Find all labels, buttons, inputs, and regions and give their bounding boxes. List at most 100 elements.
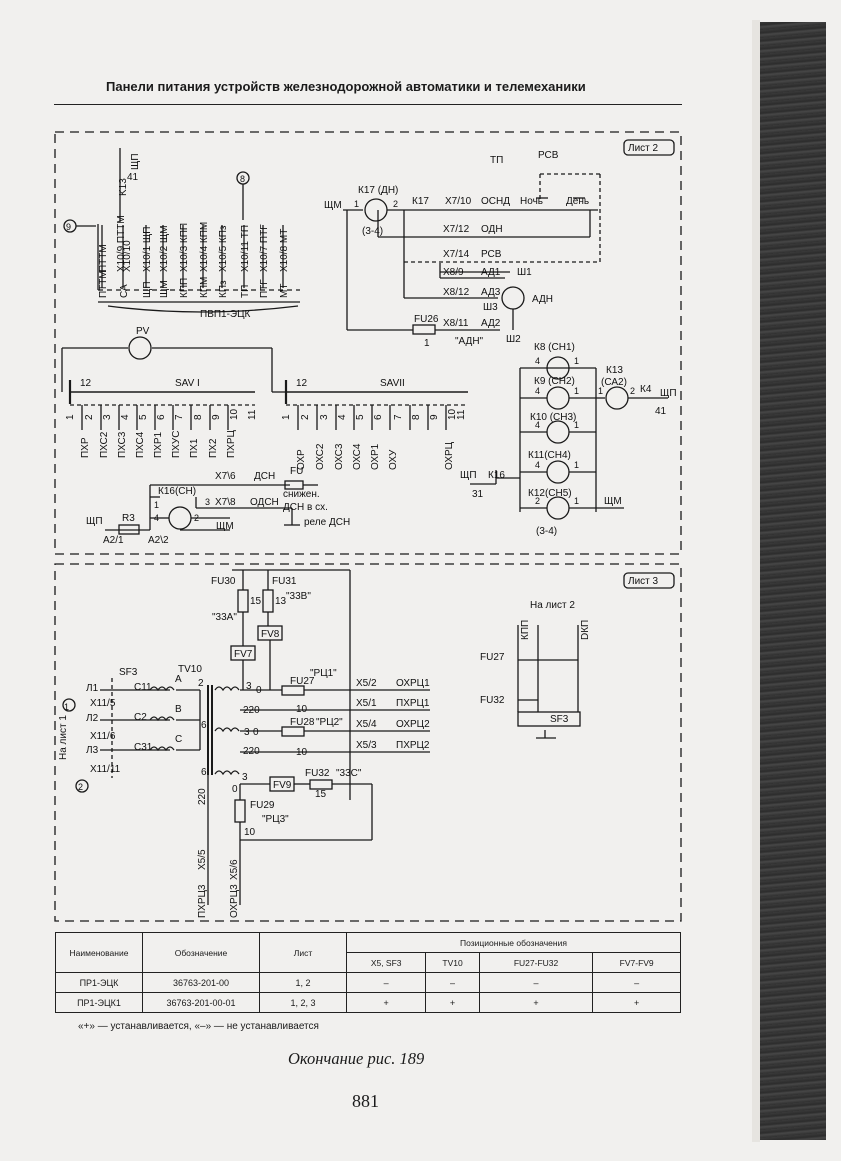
k16-shm: ЩМ bbox=[216, 521, 234, 532]
fu28-fuse bbox=[281, 726, 305, 737]
k17-relay bbox=[364, 198, 388, 222]
cell: 36763-201-00-01 bbox=[142, 992, 260, 1013]
k17-row-l: ОДН bbox=[481, 224, 503, 235]
marker-2: 2 bbox=[78, 782, 83, 792]
pvp-top-label: Х10/1 ЩП bbox=[142, 227, 153, 272]
fv8-label: FV8 bbox=[261, 629, 280, 640]
pvp-top-wire: ЩП bbox=[130, 153, 141, 170]
cell: 1, 2, 3 bbox=[259, 992, 347, 1013]
cell: + bbox=[425, 992, 480, 1013]
cell: + bbox=[478, 992, 594, 1013]
k17-row-l: АД3 bbox=[481, 287, 501, 298]
table-legend: «+» — устанавливается, «–» — не устанавл… bbox=[78, 1021, 319, 1032]
k17-sh1: Ш1 bbox=[517, 267, 532, 278]
k17-row-x: Х8/9 bbox=[443, 267, 464, 278]
row-l2: ПХРЦ1 bbox=[396, 698, 430, 709]
row-x1: Х5/4 bbox=[356, 719, 377, 730]
k16-shp: ЩП bbox=[86, 516, 103, 527]
relay-label: К11(СН4) bbox=[528, 450, 571, 461]
sheet3-tag: Лист 3 bbox=[628, 576, 659, 587]
tap-3: 3 bbox=[244, 727, 250, 738]
n10: 10 bbox=[296, 747, 308, 758]
phrc3: ПХРЦ3 bbox=[197, 884, 208, 918]
sav1-label: ПХ1 bbox=[189, 438, 200, 458]
x56: Х5/6 bbox=[229, 859, 240, 880]
pvp-top-relay: K13 bbox=[118, 178, 129, 196]
row-x2: Х5/1 bbox=[356, 698, 377, 709]
phase-x: Х11/5 bbox=[90, 698, 116, 709]
phase-letter: В bbox=[175, 704, 182, 715]
kchain-31: 31 bbox=[472, 489, 484, 500]
pvp-bottom-label: ЩП bbox=[142, 281, 153, 298]
sheet3-tag-box bbox=[623, 572, 675, 589]
figure-caption: Окончание рис. 189 bbox=[288, 1049, 425, 1068]
tap-3: 3 bbox=[242, 772, 248, 783]
row-q: "РЦ2" bbox=[316, 717, 343, 728]
k13-sub: (СА2) bbox=[601, 377, 627, 388]
k17-adn-q: "АДН" bbox=[455, 336, 484, 347]
chain-pin-right: 1 bbox=[574, 420, 579, 430]
pvp-top-label: Х10/3 КПП bbox=[179, 223, 190, 272]
na-list2: На лист 2 bbox=[530, 600, 575, 611]
sav2-label: ОХР1 bbox=[370, 443, 381, 470]
sav2-pin: 11 bbox=[456, 409, 467, 420]
th-sub: TV10 bbox=[425, 952, 480, 973]
sav1-pin: 3 bbox=[102, 414, 113, 420]
marker-1: 1 bbox=[64, 702, 69, 712]
tap-0: 0 bbox=[232, 784, 238, 795]
k16-pin: 3 bbox=[205, 497, 210, 507]
k17-k17: К17 bbox=[412, 196, 429, 207]
n10: 10 bbox=[296, 704, 308, 715]
x55: Х5/5 bbox=[197, 849, 208, 870]
sav2-pin: 1 bbox=[281, 414, 292, 420]
running-header: Панели питания устройств железнодорожной… bbox=[106, 79, 586, 94]
cap-label: С11 bbox=[134, 682, 152, 693]
pvp-columns bbox=[101, 225, 284, 288]
table-row: ПР1-ЭЦК 36763-201-00 1, 2 – – – – bbox=[55, 972, 681, 993]
pvp-top-num: 41 bbox=[127, 172, 139, 183]
row-q: "РЦ1" bbox=[310, 668, 337, 679]
tap-3: 3 bbox=[246, 681, 252, 692]
phase-label: Л3 bbox=[86, 745, 99, 756]
kchain-k16: К16 bbox=[488, 470, 505, 481]
pvp-bottom-label: ПТТМ bbox=[98, 270, 109, 298]
sav1-label: ПХС2 bbox=[99, 431, 110, 458]
k17-fu26: FU26 bbox=[414, 314, 439, 325]
pvp-top-label: Х10/8 МТ bbox=[279, 229, 290, 272]
k13-pin: 1 bbox=[598, 386, 603, 396]
pvp-bottom-label: СА bbox=[119, 284, 130, 298]
ohrc3: ОХРЦ3 bbox=[229, 884, 240, 918]
v220: 220 bbox=[243, 746, 260, 757]
header-rule bbox=[54, 104, 682, 105]
pvp-bottom-label: МТ bbox=[279, 284, 290, 298]
k17-den: День bbox=[566, 196, 589, 207]
adn-relay bbox=[501, 286, 525, 310]
sav2-pin: 8 bbox=[411, 414, 422, 420]
sav1-label: ПХР1 bbox=[153, 431, 164, 458]
k16-x7-6: Х7\6 bbox=[215, 471, 236, 482]
fu32-right: FU32 bbox=[480, 695, 505, 706]
sav1-pin: 5 bbox=[138, 414, 149, 420]
pvp-top-label: Х10/9 ПТТМ bbox=[116, 215, 127, 272]
tap-0: 0 bbox=[256, 685, 262, 696]
cell: ПР1-ЭЦК1 bbox=[55, 992, 143, 1013]
row-x2: Х5/3 bbox=[356, 740, 377, 751]
cell: – bbox=[425, 972, 480, 993]
marker-9: 9 bbox=[66, 222, 71, 232]
page-number: 881 bbox=[352, 1091, 379, 1111]
sav2-num: 12 bbox=[296, 378, 308, 389]
cap-label: С31 bbox=[134, 742, 153, 753]
pvp-bottom-label: КПП bbox=[179, 278, 190, 298]
k17-fu26-n: 1 bbox=[424, 338, 430, 349]
sav1-label: ПХУС bbox=[171, 431, 182, 458]
k17-row-l: РСВ bbox=[481, 249, 502, 260]
n10: 10 bbox=[244, 827, 256, 838]
sf3-right: SF3 bbox=[550, 714, 569, 725]
pvp-top-label: Х10/5 КПз bbox=[218, 225, 229, 272]
k17-row-l: АД2 bbox=[481, 318, 501, 329]
k16-r3: R3 bbox=[122, 513, 135, 524]
phase-letter: С bbox=[175, 734, 182, 745]
sheet2-tag-box bbox=[623, 139, 675, 156]
fu30-num: 15 bbox=[250, 596, 262, 607]
